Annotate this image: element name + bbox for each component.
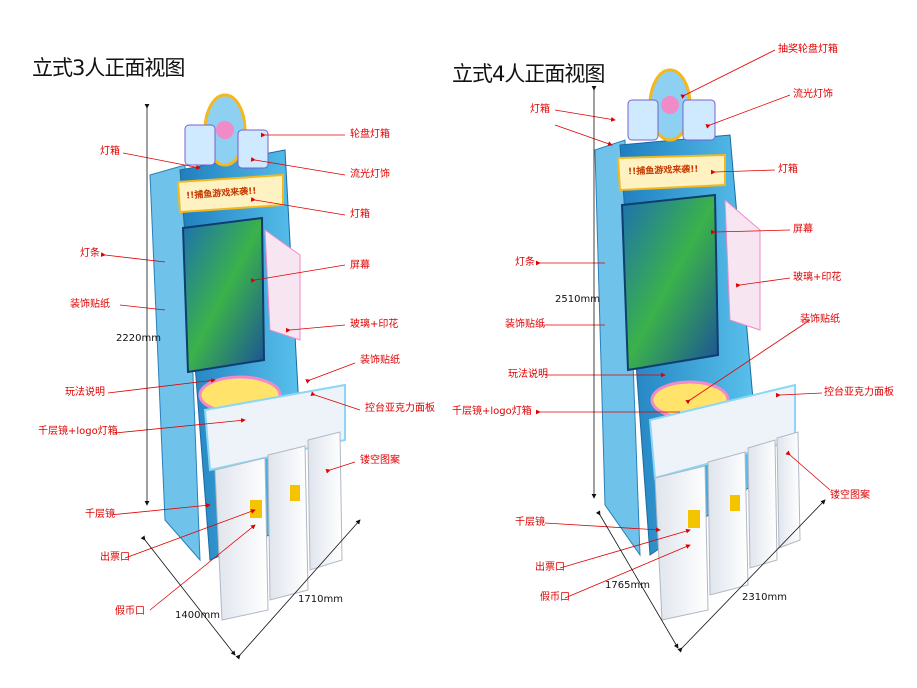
label-screen-4p: 屏幕: [793, 224, 813, 235]
cabinet-4p: [594, 68, 801, 621]
label-glass-print-3p: 玻璃+印花: [350, 319, 399, 330]
label-deco-sticker2-3p: 装饰贴纸: [360, 355, 400, 366]
label-lightbox-right-4p: 灯箱: [778, 164, 798, 175]
label-acrylic-panel-4p: 控台亚克力面板: [824, 387, 894, 398]
label-ticket-out-3p: 出票口: [100, 552, 130, 563]
label-mirror-logo-3p: 千层镜+logo灯箱: [38, 426, 118, 437]
label-lightbox-right-3p: 灯箱: [350, 209, 370, 220]
label-coin-in-3p: 假币口: [115, 606, 145, 617]
label-lightbox-left-4p: 灯箱: [530, 104, 550, 115]
label-lightbox-left-3p: 灯箱: [100, 146, 120, 157]
label-screen-3p: 屏幕: [350, 260, 370, 271]
title-3p: 立式3人正面视图: [32, 56, 185, 80]
label-deco-sticker2-4p: 装饰贴纸: [800, 314, 840, 325]
cabinet-3p: [149, 93, 346, 621]
label-wheel-lightbox-3p: 轮盘灯箱: [350, 129, 390, 140]
label-acrylic-panel-3p: 控台亚克力面板: [365, 403, 435, 414]
dim-height-4p: 2510mm: [555, 294, 600, 305]
label-flow-light-4p: 流光灯饰: [793, 89, 833, 100]
label-coin-in-4p: 假币口: [540, 592, 570, 603]
label-play-guide-4p: 玩法说明: [508, 369, 548, 380]
label-glass-print-4p: 玻璃+印花: [793, 272, 842, 283]
label-mirror-3p: 千层镜: [85, 509, 115, 520]
dim-depth-4p: 1765mm: [605, 580, 650, 591]
label-light-strip-4p: 灯条: [515, 257, 535, 268]
dim-width-4p: 2310mm: [742, 592, 787, 603]
label-light-strip-3p: 灯条: [80, 248, 100, 259]
dims-3p: [140, 104, 361, 660]
label-wheel-lightbox-4p: 抽奖轮盘灯箱: [778, 44, 838, 55]
dims-4p: [591, 86, 826, 653]
dim-depth-3p: 1400mm: [175, 610, 220, 621]
label-hollow-pattern-3p: 镂空图案: [360, 455, 400, 466]
label-deco-sticker-3p: 装饰贴纸: [70, 299, 110, 310]
dim-width-3p: 1710mm: [298, 594, 343, 605]
label-play-guide-3p: 玩法说明: [65, 387, 105, 398]
dim-height-3p: 2220mm: [116, 333, 161, 344]
marquee-text-4p: !!捕鱼游戏来袭!!: [627, 164, 699, 178]
label-mirror-4p: 千层镜: [515, 517, 545, 528]
label-deco-sticker-4p: 装饰贴纸: [505, 319, 545, 330]
label-mirror-logo-4p: 千层镜+logo灯箱: [452, 406, 532, 417]
label-hollow-pattern-4p: 镂空图案: [830, 490, 870, 501]
title-4p: 立式4人正面视图: [452, 62, 605, 86]
label-flow-light-3p: 流光灯饰: [350, 169, 390, 180]
label-ticket-out-4p: 出票口: [535, 562, 565, 573]
